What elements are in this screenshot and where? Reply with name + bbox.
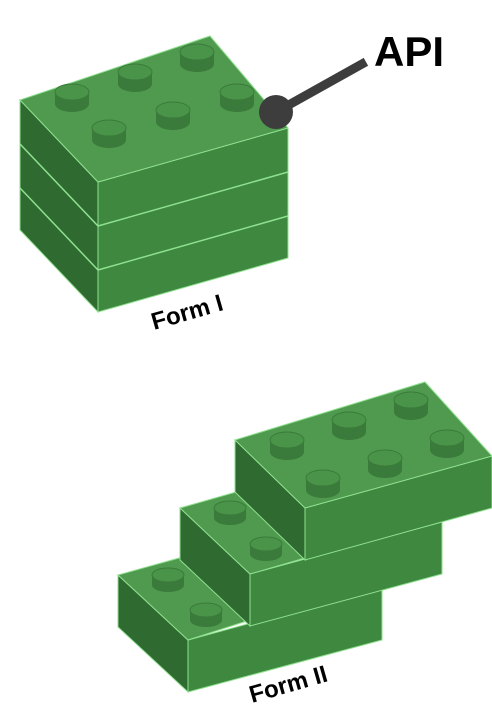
form-two-stairs (118, 382, 492, 692)
stud (430, 430, 464, 458)
stud (368, 450, 402, 478)
stud (250, 537, 282, 561)
stud (220, 84, 254, 112)
stud (306, 470, 340, 498)
stud (180, 44, 214, 72)
stud (394, 392, 428, 420)
api-pointer (259, 64, 362, 129)
stud (152, 568, 184, 592)
form-one-stack (20, 36, 288, 312)
stud (214, 501, 246, 525)
api-label: API (374, 28, 444, 75)
stud (190, 603, 222, 627)
stud (156, 102, 190, 130)
stud (270, 432, 304, 460)
api-pointer-dot (259, 95, 293, 129)
stud (332, 412, 366, 440)
stud (92, 120, 126, 148)
stud (118, 64, 152, 92)
form-one-label: Form I (148, 290, 226, 336)
stud (55, 84, 89, 112)
